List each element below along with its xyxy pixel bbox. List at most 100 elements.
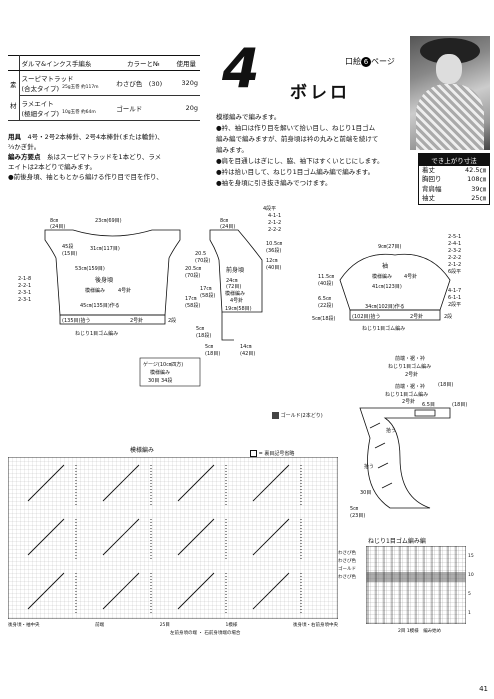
svg-text:20.5㎝: 20.5㎝ [185,266,201,272]
svg-text:模様編み: 模様編み [85,287,105,294]
svg-text:(23目): (23目) [350,513,365,519]
svg-text:(15目): (15目) [62,251,77,257]
svg-text:ねじり1目ゴム編み: ねじり1目ゴム編み [362,325,405,332]
svg-text:2号針: 2号針 [402,398,415,405]
pattern-title: ボレロ [290,83,350,103]
yarn-1: スーピマトラッド (合太タイプ) 25g玉巻 約117m [19,70,115,96]
svg-text:24㎝: 24㎝ [226,278,237,284]
materials-head-amount: 使用量 [172,55,200,71]
pattern-chart-footer-2: 左前身頃の端 ・ 石前身頃端の場合 [170,631,241,636]
cable-stroke [102,572,140,610]
svg-text:2段平: 2段平 [448,301,461,308]
back-body-outline [44,229,181,316]
svg-text:45㎝(135目)作る: 45㎝(135目)作る [80,302,120,309]
legend: ゴールド(2本どり) [272,412,323,419]
svg-text:12㎝: 12㎝ [266,258,277,264]
svg-text:4号針: 4号針 [230,297,243,304]
rib-chart-title: ねじり1目ゴム編み編 [368,538,426,545]
cable-stroke [102,518,140,556]
cable-stroke [177,572,215,610]
svg-text:2-2-2: 2-2-2 [268,227,281,233]
svg-text:(24目): (24目) [50,224,65,230]
schematics: 23㎝(69目) 8㎝ (24目) 31㎝(117目) 53㎝(159目) 後身… [18,205,461,388]
svg-text:(18段): (18段) [196,332,211,339]
pattern-number: 4 [222,37,260,100]
svg-text:(72目): (72目) [226,284,241,290]
yarn-2-amount: 20g [172,95,200,121]
yarn-1-amount: 320g [172,70,200,96]
plate-number: 6 [361,57,371,67]
svg-text:(40目): (40目) [266,265,281,271]
gold-swatch [272,412,279,419]
svg-text:模様編み: 模様編み [150,369,170,376]
svg-text:(18目): (18目) [205,351,220,357]
svg-text:2-2-1: 2-2-1 [18,283,31,289]
svg-text:(36段): (36段) [266,247,281,254]
svg-text:31㎝(117目): 31㎝(117目) [90,246,120,252]
svg-text:20.5: 20.5 [195,251,206,257]
svg-text:2-2-2: 2-2-2 [448,255,461,261]
cable-stroke [102,464,140,502]
svg-text:6.5㎝: 6.5㎝ [318,296,331,302]
svg-text:(40段): (40段) [318,280,333,287]
cable-stroke [252,464,290,502]
svg-text:5㎝: 5㎝ [350,506,358,512]
svg-text:5㎝(18段): 5㎝(18段) [312,315,335,322]
svg-text:2段: 2段 [444,313,452,320]
pattern-chart-footer: 後身頃・袖中央 前端 25目 1模様 後身頃・右前身頃中央 [8,623,338,628]
svg-text:(135目)拾う: (135目)拾う [62,317,90,324]
svg-text:45段: 45段 [62,243,73,250]
svg-text:17㎝: 17㎝ [185,296,196,302]
svg-text:2-3-2: 2-3-2 [448,248,461,254]
yarn-2-color: ゴールド [114,95,173,121]
materials-table: ダルマ&インクス手編糸 カラーと№ 使用量 素材 スーピマトラッド (合太タイプ… [8,55,200,121]
rib-chart-footer: 2目 1模様 編み始め [398,629,442,634]
svg-text:4号針: 4号針 [404,273,417,280]
rib-chart [366,546,466,624]
svg-text:2-3-1: 2-3-1 [18,297,31,303]
pattern-chart [8,457,338,619]
svg-text:模様編み: 模様編み [372,273,392,280]
svg-text:2-5-1: 2-5-1 [448,234,461,240]
page-number: 41 [479,685,488,693]
svg-text:4-1-1: 4-1-1 [268,213,281,219]
sleeve-outline [339,253,451,311]
front-bottom-outline [221,312,234,341]
svg-text:(70段): (70段) [185,272,200,279]
plate-suffix: ページ [371,57,395,66]
svg-text:11.5㎝: 11.5㎝ [318,274,334,280]
svg-text:(102目)拾う: (102目)拾う [352,313,380,320]
svg-text:2-4-1: 2-4-1 [448,241,461,247]
cable-stroke [177,464,215,502]
svg-text:拾う: 拾う [364,463,374,470]
front-body-outline [209,229,263,313]
back-rib-outline [59,314,166,325]
back-shoulder: 8㎝ [50,218,58,224]
svg-text:6-1-1: 6-1-1 [448,295,461,301]
cable-stroke [252,518,290,556]
svg-text:17㎝: 17㎝ [200,286,211,292]
svg-text:5㎝: 5㎝ [205,344,213,350]
svg-text:拾う: 拾う [386,427,396,434]
svg-text:ゲージ(10㎝四方): ゲージ(10㎝四方) [143,361,183,368]
svg-text:2段: 2段 [168,317,176,324]
svg-text:2-1-2: 2-1-2 [448,262,461,268]
materials-head-color: カラーと№ [114,55,173,71]
svg-text:34㎝(102目)作る: 34㎝(102目)作る [365,303,405,310]
svg-text:6.5目: 6.5目 [422,402,435,408]
svg-text:2-1-2: 2-1-2 [268,220,281,226]
tools-text: 用具 4号・2号2本棒針、2号4本棒針(または輪針)、 ⅔かぎ針。 編み方要点 … [8,133,164,182]
model-photo [410,36,490,150]
legend-symbols: = 裏目記号省略 [250,450,294,457]
materials-side-label: 素材 [8,70,20,121]
bolero-shape [416,84,484,150]
front-title: 前身頃 [226,266,244,274]
svg-text:10.5㎝: 10.5㎝ [266,241,282,247]
svg-text:4段平: 4段平 [263,205,276,212]
svg-text:2号針: 2号針 [410,313,423,320]
